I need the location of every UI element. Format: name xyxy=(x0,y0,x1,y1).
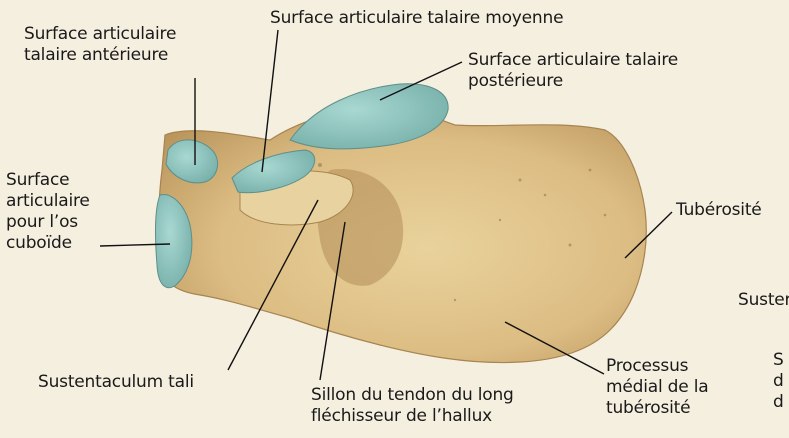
label-sillon: Sillon du tendon du long fléchisseur de … xyxy=(311,385,514,427)
label-surface-posterieure: Surface articulaire talaire postérieure xyxy=(468,50,678,92)
label-surface-cuboide: Surface articulaire pour l’os cuboïde xyxy=(6,170,90,254)
cut-text-2: S d d xyxy=(773,350,784,413)
label-tuberosite: Tubérosité xyxy=(676,200,762,221)
label-processus: Processus médial de la tubérosité xyxy=(606,356,708,419)
label-surface-anterieure: Surface articulaire talaire antérieure xyxy=(24,24,176,66)
label-surface-moyenne: Surface articulaire talaire moyenne xyxy=(270,8,563,29)
label-sustentaculum: Sustentaculum tali xyxy=(38,372,194,393)
cut-text-1: Suster xyxy=(738,290,789,311)
